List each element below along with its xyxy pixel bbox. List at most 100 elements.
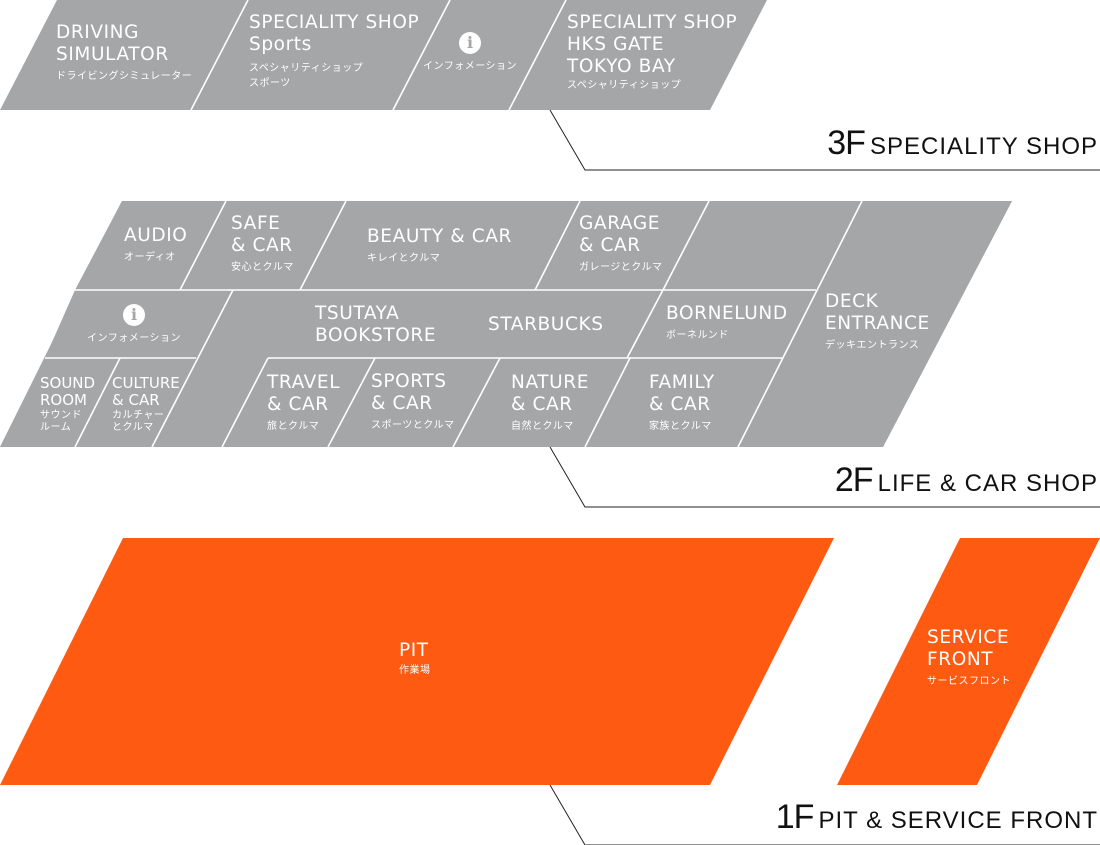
label-deck-entrance: DECK ENTRANCE デッキエントランス xyxy=(825,291,930,353)
floor-1f-shapes xyxy=(0,538,1100,845)
label-speciality-shop-sports: SPECIALITY SHOP Sports スペシャリティショップ スポーツ xyxy=(249,12,419,91)
area-name: TRAVEL xyxy=(267,372,341,393)
divider xyxy=(584,357,631,448)
area-name: Sports xyxy=(249,34,312,55)
divider xyxy=(221,357,269,448)
area-name: FAMILY xyxy=(649,372,715,393)
area-name-jp: デッキエントランス xyxy=(825,340,920,351)
area-name: BOOKSTORE xyxy=(315,325,437,346)
area-nature-car[interactable] xyxy=(453,358,630,447)
area-name: SPORTS xyxy=(371,371,447,392)
area-name-jp: 旅とクルマ xyxy=(267,421,320,432)
area-name: SAFE xyxy=(231,213,281,234)
area-name: & CAR xyxy=(267,394,329,415)
floor-number: 2F xyxy=(834,461,874,499)
label-sound-room: SOUND ROOM サウンド ルーム xyxy=(40,375,95,434)
divider xyxy=(179,200,227,291)
divider xyxy=(151,289,234,448)
area-name: FRONT xyxy=(927,649,994,670)
area-name: DECK xyxy=(825,291,879,312)
area-name: DRIVING xyxy=(56,22,140,43)
area-name: SIMULATOR xyxy=(56,44,169,65)
area-service-front[interactable] xyxy=(837,538,1100,785)
area-family-car[interactable] xyxy=(585,358,782,447)
area-name: SOUND xyxy=(40,374,96,392)
area-unlabeled xyxy=(663,201,862,290)
area-beauty-car[interactable] xyxy=(300,201,580,290)
label-nature-car: NATURE & CAR 自然とクルマ xyxy=(511,372,589,434)
area-name: CULTURE xyxy=(112,374,180,392)
leader-line-3f xyxy=(549,109,1100,171)
area-driving-simulator[interactable] xyxy=(0,0,248,110)
area-name: ROOM xyxy=(40,391,87,409)
area-name: & CAR xyxy=(649,394,711,415)
area-deck-entrance[interactable] xyxy=(738,201,1012,447)
leader-line-1f xyxy=(549,784,1100,845)
area-name: & CAR xyxy=(511,394,573,415)
area-hks-gate[interactable] xyxy=(509,0,767,110)
area-tsutaya-starbucks[interactable] xyxy=(233,290,663,358)
area-pit[interactable] xyxy=(0,538,834,785)
area-name-jp: カルチャー xyxy=(112,410,165,421)
area-name-jp: ドライビングシミュレーター xyxy=(56,71,193,82)
label-driving-simulator: DRIVING SIMULATOR ドライビングシミュレーター xyxy=(56,22,192,84)
area-name: STARBUCKS xyxy=(488,314,604,335)
label-pit: PIT 作業場 xyxy=(399,640,431,678)
area-name-jp: 自然とクルマ xyxy=(511,421,574,432)
floor-name: PIT & SERVICE FRONT xyxy=(818,807,1098,834)
area-name-jp: インフォメーション xyxy=(87,333,181,344)
area-name-jp: キレイとクルマ xyxy=(367,253,441,264)
floor-number: 3F xyxy=(827,124,866,162)
label-service-front: SERVICE FRONT サービスフロント xyxy=(927,627,1011,689)
area-name: BEAUTY & CAR xyxy=(367,226,512,247)
floor-name: LIFE & CAR SHOP xyxy=(877,470,1098,497)
area-name: NATURE xyxy=(511,372,590,393)
area-name-jp: ボーネルンド xyxy=(666,330,729,341)
area-garage-car[interactable] xyxy=(535,201,709,290)
area-audio[interactable] xyxy=(75,201,226,290)
area-name: PIT xyxy=(399,640,429,661)
area-name: & CAR xyxy=(231,235,293,256)
area-speciality-shop-sports[interactable] xyxy=(191,0,450,110)
divider xyxy=(534,200,581,291)
area-travel-car[interactable] xyxy=(222,358,375,447)
label-hks-gate: SPECIALITY SHOP HKS GATE TOKYO BAY スペシャリ… xyxy=(567,12,737,93)
divider xyxy=(190,0,249,111)
area-name: & CAR xyxy=(112,391,160,409)
area-culture-car[interactable] xyxy=(75,358,196,447)
divider xyxy=(327,357,376,448)
area-name: BORNELUND xyxy=(666,303,788,324)
area-name: SPECIALITY SHOP xyxy=(567,12,738,33)
area-name: & CAR xyxy=(579,235,641,256)
label-bornelund: BORNELUND ボーネルンド xyxy=(666,303,788,343)
area-name-jp: とクルマ xyxy=(112,422,154,433)
divider xyxy=(74,357,121,448)
area-name-jp: ガレージとクルマ xyxy=(579,262,663,273)
divider xyxy=(662,200,710,291)
floor-2f-shapes xyxy=(0,200,1100,508)
area-name-jp: ルーム xyxy=(40,422,72,433)
area-name: ENTRANCE xyxy=(825,313,930,334)
area-sound-room[interactable] xyxy=(0,358,120,447)
area-name-jp: 作業場 xyxy=(399,665,431,676)
floor-3f-shapes xyxy=(0,0,1100,171)
area-sports-car[interactable] xyxy=(328,358,500,447)
area-name: TSUTAYA xyxy=(315,303,400,324)
area-name-jp: サービスフロント xyxy=(927,676,1011,687)
area-name: AUDIO xyxy=(124,225,188,246)
label-starbucks: STARBUCKS xyxy=(488,314,604,336)
information-icon: i xyxy=(459,32,481,54)
area-name-jp: オーディオ xyxy=(124,252,176,263)
floor-title-2f: 2F LIFE & CAR SHOP xyxy=(835,461,1098,500)
floor-title-3f: 3F SPECIALITY SHOP xyxy=(827,124,1098,163)
area-safe-car[interactable] xyxy=(180,201,346,290)
divider xyxy=(508,0,567,111)
divider xyxy=(626,289,664,359)
area-bornelund[interactable] xyxy=(627,290,816,358)
area-name: HKS GATE xyxy=(567,34,665,55)
label-tsutaya-bookstore: TSUTAYA BOOKSTORE xyxy=(315,303,436,347)
divider xyxy=(392,0,451,111)
area-name-jp: スペシャリティショップ xyxy=(567,80,682,91)
area-name: SPECIALITY SHOP xyxy=(249,12,420,33)
